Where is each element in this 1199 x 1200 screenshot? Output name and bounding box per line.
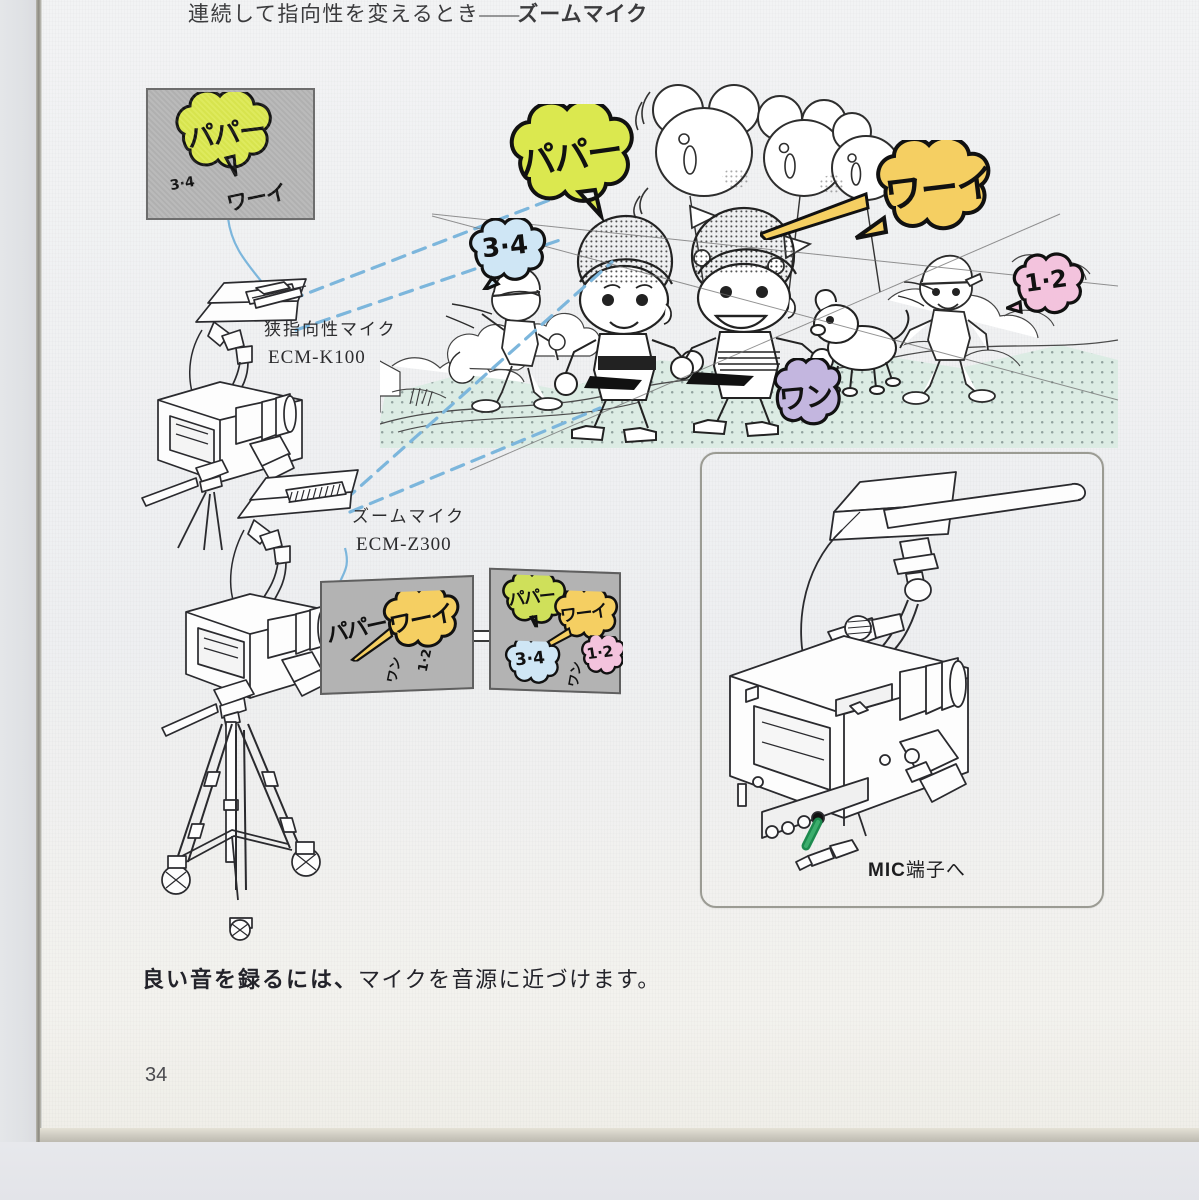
compare-right-34-text: 3·4: [513, 647, 547, 671]
tv-inset-papa-text: パパー: [185, 113, 267, 155]
three-four-bubble-main: 3·4: [462, 216, 548, 294]
compare-right-12-bubble: [581, 633, 626, 675]
book-spine-edge: [36, 0, 42, 1142]
one-two-bubble-main: 1·2: [1002, 252, 1086, 330]
wan-bubble-text: ワン: [777, 378, 833, 417]
compare-panel-zoom: パパー ワーイ 3·4 ワン 1·2: [489, 567, 626, 695]
one-two-bubble-shape: [1002, 252, 1085, 315]
mic-terminal-label: MIC端子へ: [868, 855, 966, 882]
paper-bottom-edge: [40, 1128, 1199, 1144]
narrow-mic-label: 狭指向性マイク ECM-K100: [264, 315, 397, 369]
narrow-mic-model: ECM-K100: [268, 347, 366, 368]
narrow-mic-label-jp: 狭指向性マイク: [264, 320, 397, 339]
page-gutter-shadow: [0, 0, 40, 1142]
compare-right-34-bubble: [504, 636, 561, 684]
compare-left-wai-bubble: [382, 584, 460, 648]
wan-bubble-main: ワン: [768, 356, 842, 438]
compare-left-onetwo-text: 1·2: [415, 647, 436, 674]
zoom-mic-label-jp: ズームマイク: [352, 507, 466, 526]
mic-terminal-label-rest: 端子へ: [905, 860, 966, 881]
wai-bubble-main: ワーイ: [852, 135, 1024, 252]
zoom-mic-label: ズームマイク ECM-Z300: [352, 502, 465, 556]
body-caption: 良い音を録るには、マイクを音源に近づけます。: [142, 962, 661, 994]
wai-bubble-shape: [854, 135, 991, 240]
background-surface: [0, 1142, 1199, 1200]
compare-panel-narrow: パパー ワーイ ワン 1·2: [320, 575, 474, 695]
page-title-dash: ——: [479, 2, 519, 26]
tv-inset-narrow-mic: パパー 3·4 ワーイ: [146, 88, 315, 220]
page-title-topic: ズームマイク: [517, 3, 649, 26]
three-four-bubble-shape: [469, 216, 547, 294]
papa-bubble-shape-inset: [175, 88, 272, 177]
tv-inset-34-text: 3·4: [168, 173, 197, 195]
papa-bubble-main: パパー: [495, 98, 645, 223]
connection-inset-panel: [700, 452, 1104, 908]
compare-left-wai-tail: [350, 626, 394, 662]
zoom-mic-model: ECM-Z300: [356, 534, 452, 555]
compare-right-12-text: 1·2: [585, 642, 615, 664]
one-two-bubble-text: 1·2: [1022, 264, 1069, 298]
papa-bubble-shape: [509, 98, 634, 223]
page-title: 連続して指向性を変えるとき——ズームマイク: [188, 0, 648, 28]
page-title-jp: 連続して指向性を変えるとき: [188, 2, 480, 26]
tv-inset-wai-text: ワーイ: [224, 180, 289, 216]
compare-left-wan-text: ワン: [384, 655, 406, 685]
body-caption-bold: 良い音を録るには、: [142, 967, 359, 992]
compare-right-papa-bubble: [502, 570, 567, 630]
page-number: 34: [145, 1064, 168, 1086]
mic-terminal-label-bold: MIC: [868, 860, 906, 881]
body-caption-rest: マイクを音源に近づけます。: [358, 967, 661, 992]
three-four-bubble-text: 3·4: [480, 229, 530, 265]
wai-bubble-tail: [760, 191, 870, 240]
wan-bubble-shape: [773, 356, 842, 426]
